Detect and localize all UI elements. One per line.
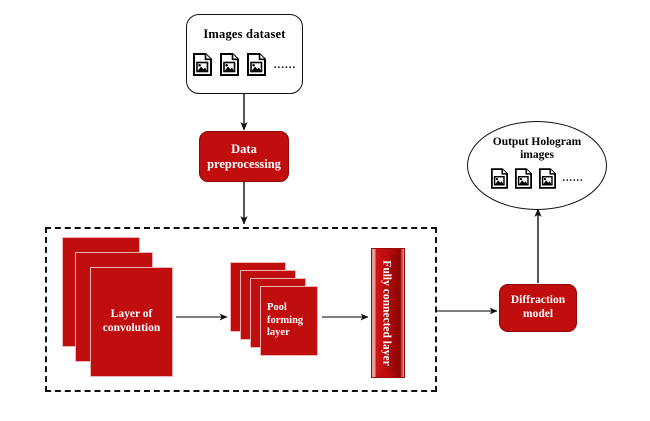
pooling-label-line3: layer xyxy=(267,327,290,339)
diffraction-model-label-line2: model xyxy=(522,308,554,320)
output-hologram-label-line1: Output Hologram xyxy=(492,136,582,148)
images-dataset-ellipsis: ...... xyxy=(273,58,297,71)
image-file-icon xyxy=(246,53,266,76)
diffraction-model-label-line1: Diffraction xyxy=(510,294,566,307)
data-preprocessing-label-line1: Data xyxy=(231,141,257,156)
output-hologram-label: Output Hologram images xyxy=(493,136,582,162)
node-data-preprocessing[interactable]: Data preprocessing xyxy=(199,131,289,182)
image-file-icon xyxy=(490,168,508,190)
image-file-icon xyxy=(219,53,239,76)
pooling-label-line1: Pool xyxy=(267,302,287,314)
cnn-group-container xyxy=(45,227,437,392)
node-pool-forming-layer[interactable]: Pool forming layer xyxy=(230,262,325,357)
node-layer-of-convolution[interactable]: Layer of convolution xyxy=(62,237,177,377)
pooling-label-line2: forming xyxy=(267,314,304,326)
node-output-hologram-images[interactable]: Output Hologram images xyxy=(467,121,607,210)
images-dataset-label: Images dataset xyxy=(203,27,286,41)
image-file-icon xyxy=(192,53,212,76)
convolution-label-line2: convolution xyxy=(102,322,161,334)
node-diffraction-model[interactable]: Diffraction model xyxy=(499,284,577,332)
convolution-card-front: Layer of convolution xyxy=(90,267,173,377)
pooling-card-front: Pool forming layer xyxy=(260,286,318,356)
output-hologram-icon-row: ...... xyxy=(490,168,584,190)
output-hologram-ellipsis: ...... xyxy=(562,173,584,185)
image-file-icon xyxy=(538,168,556,190)
node-fully-connected-layer[interactable]: Fully connected layer xyxy=(371,248,405,378)
fully-connected-inner: Fully connected layer xyxy=(377,255,397,371)
image-file-icon xyxy=(514,168,532,190)
data-preprocessing-label-line2: preprocessing xyxy=(207,156,281,171)
fully-connected-label: Fully connected layer xyxy=(381,260,393,366)
convolution-label-line1: Layer of xyxy=(110,308,153,321)
output-hologram-label-line2: images xyxy=(520,149,554,162)
images-dataset-icon-row: ...... xyxy=(192,53,297,76)
node-images-dataset[interactable]: Images dataset xyxy=(186,14,303,94)
